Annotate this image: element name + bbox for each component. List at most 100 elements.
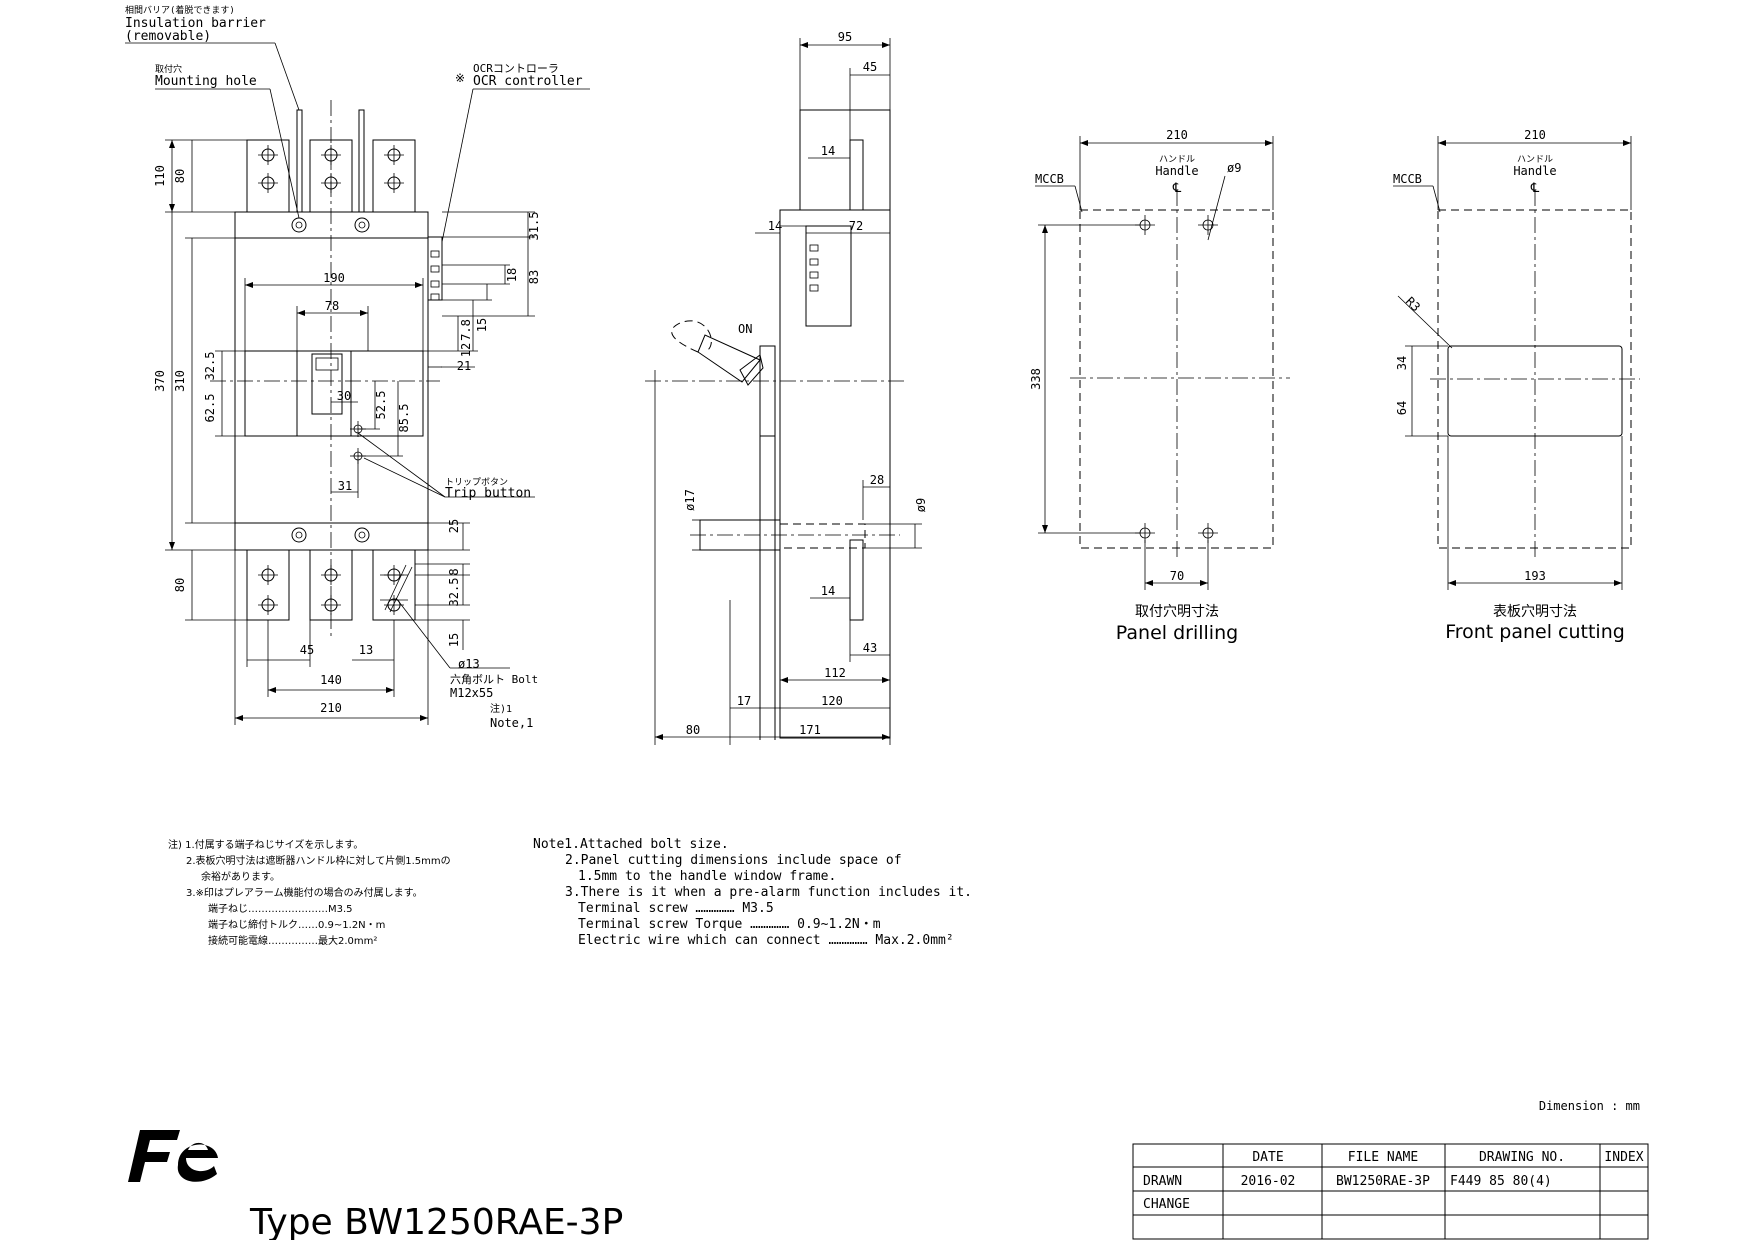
ocr-mark: ※ [455, 71, 465, 85]
dim-13: 13 [359, 643, 373, 657]
dim-83: 83 [527, 270, 541, 284]
panel-drilling: 210 ハンドル Handle ℄ ø9 MCCB 338 70 取付穴明寸法 … [1029, 128, 1290, 644]
side-dim-17: 17 [737, 694, 751, 708]
terminal-top-1 [246, 139, 290, 213]
fp-handle-jp: ハンドル [1517, 155, 1553, 165]
note-en-3: 1.5mm to the handle window frame. [578, 869, 836, 884]
side-dim-dia9: ø9 [914, 498, 928, 512]
dim-32-5-right: 32.5 [447, 578, 461, 607]
note-jp-6: 端子ねじ締付トルク……0.9~1.2N・m [208, 918, 385, 931]
terminal-blade-bottom [849, 539, 864, 621]
hex-bolt [380, 564, 413, 613]
terminal-blade-top [849, 139, 864, 211]
side-dim-95: 95 [838, 30, 852, 44]
dim-18: 18 [505, 268, 519, 282]
side-dim-14-mid: 14 [768, 219, 782, 233]
fp-caption-jp: 表板穴明寸法 [1493, 604, 1577, 620]
note-en-7: Electric wire which can connect …………… Ma… [578, 933, 954, 948]
note-en-6: Terminal screw Torque …………… 0.9~1.2N・m [578, 917, 881, 932]
pd-handle: Handle [1155, 164, 1198, 178]
insulation-barrier-note: (removable) [125, 29, 211, 44]
side-dim-171: 171 [799, 723, 821, 737]
mounting-hole-label-jp: 取付穴 [155, 63, 182, 75]
side-dim-80: 80 [686, 723, 700, 737]
pd-caption: Panel drilling [1116, 622, 1238, 644]
note-en-1: Note1.Attached bolt size. [533, 837, 729, 852]
dim-190: 190 [323, 271, 345, 285]
note-jp-2: 2.表板穴明寸法は遮断器ハンドル枠に対して片側1.5mmの [186, 854, 451, 867]
dim-8: 8 [447, 568, 461, 575]
side-dim-45: 45 [863, 60, 877, 74]
dim-78: 78 [325, 299, 339, 313]
note-en-5: Terminal screw …………… M3.5 [578, 901, 774, 916]
insulation-barrier-label: Insulation barrier [125, 16, 266, 31]
dim-85-5: 85.5 [397, 404, 411, 433]
trip-label-jp: トリップボタン [445, 477, 508, 488]
pd-dim-338: 338 [1029, 368, 1043, 390]
fp-dim-34: 34 [1395, 356, 1409, 370]
handle-window [296, 350, 352, 437]
handle-lever [697, 334, 761, 383]
tb-drawn-drawing-no: F449 85 80(4) [1450, 1174, 1552, 1189]
side-dim-14-top: 14 [821, 144, 835, 158]
fp-r3: R3 [1403, 294, 1423, 314]
dim-80-top: 80 [173, 169, 187, 183]
fp-dim-210: 210 [1524, 128, 1546, 142]
pd-handle-jp: ハンドル [1159, 155, 1195, 165]
dim-52-5: 52.5 [374, 391, 388, 420]
note-en-4: 3.There is it when a pre-alarm function … [565, 885, 972, 900]
ocr-label: OCR controller [473, 74, 583, 89]
tb-header-drawing-no: DRAWING NO. [1479, 1150, 1565, 1165]
bolt-diameter: ø13 [458, 657, 480, 671]
note-jp-3: 余裕があります。 [201, 870, 280, 883]
insulation-barrier-2 [358, 109, 365, 213]
fe-logo [128, 1130, 218, 1182]
side-dim-72: 72 [849, 219, 863, 233]
fp-centerline-symbol: ℄ [1530, 181, 1540, 196]
pd-centerline-symbol: ℄ [1172, 181, 1182, 196]
title-block: DATE FILE NAME DRAWING NO. INDEX DRAWN 2… [1132, 1143, 1649, 1240]
bolt-size: M12x55 [450, 686, 493, 700]
notes-english: Note1.Attached bolt size. 2.Panel cuttin… [533, 837, 972, 948]
dim-12: 12 [459, 343, 473, 357]
dim-210: 210 [320, 701, 342, 715]
dim-370: 370 [153, 370, 167, 392]
mccb-outline [1079, 209, 1274, 549]
insulation-barrier-label-jp: 相間バリア(着脱できます) [125, 4, 235, 16]
pd-mccb: MCCB [1035, 172, 1064, 186]
trip-button [350, 421, 366, 464]
dim-21: 21 [457, 359, 471, 373]
fp-mccb-outline [1437, 209, 1632, 549]
dim-140: 140 [320, 673, 342, 687]
dim-110: 110 [153, 165, 167, 187]
note-en-2: 2.Panel cutting dimensions include space… [565, 853, 902, 868]
dim-7-8: 7.8 [459, 319, 473, 341]
note-ref-jp: 注)1 [490, 702, 512, 715]
ocr-label-jp: OCRコントローラ [473, 62, 559, 75]
side-dim-28: 28 [870, 473, 884, 487]
fp-handle: Handle [1513, 164, 1556, 178]
ocr-controller [427, 236, 443, 301]
notes-japanese: 注) 1.付属する端子ねじサイズを示します。 2.表板穴明寸法は遮断器ハンドル枠… [168, 838, 451, 947]
pd-caption-jp: 取付穴明寸法 [1135, 604, 1219, 620]
dim-31: 31 [338, 479, 352, 493]
dim-32-5-left: 32.5 [203, 352, 217, 381]
note-jp-5: 端子ねじ……………………M3.5 [208, 902, 353, 915]
pd-dim-210: 210 [1166, 128, 1188, 142]
mounting-hole-label: Mounting hole [155, 74, 257, 89]
type-label: Type BW1250RAE-3P [249, 1202, 623, 1240]
dim-310: 310 [173, 370, 187, 392]
note-jp-7: 接続可能電線……………最大2.0mm² [208, 934, 377, 947]
terminal-top-3 [372, 139, 416, 213]
tb-header-file-name: FILE NAME [1348, 1150, 1418, 1165]
ocr-controller-side [805, 225, 852, 327]
front-view: 相間バリア(着脱できます) Insulation barrier (remova… [125, 4, 590, 730]
dim-15-top: 15 [475, 318, 489, 332]
note-ref: Note,1 [490, 716, 533, 730]
fp-caption: Front panel cutting [1445, 621, 1625, 643]
tb-drawn-label: DRAWN [1143, 1174, 1182, 1189]
note-jp-4: 3.※印はプレアラーム機能付の場合のみ付属します。 [186, 886, 423, 899]
fp-dim-193: 193 [1524, 569, 1546, 583]
insulation-barrier-1 [296, 109, 303, 213]
